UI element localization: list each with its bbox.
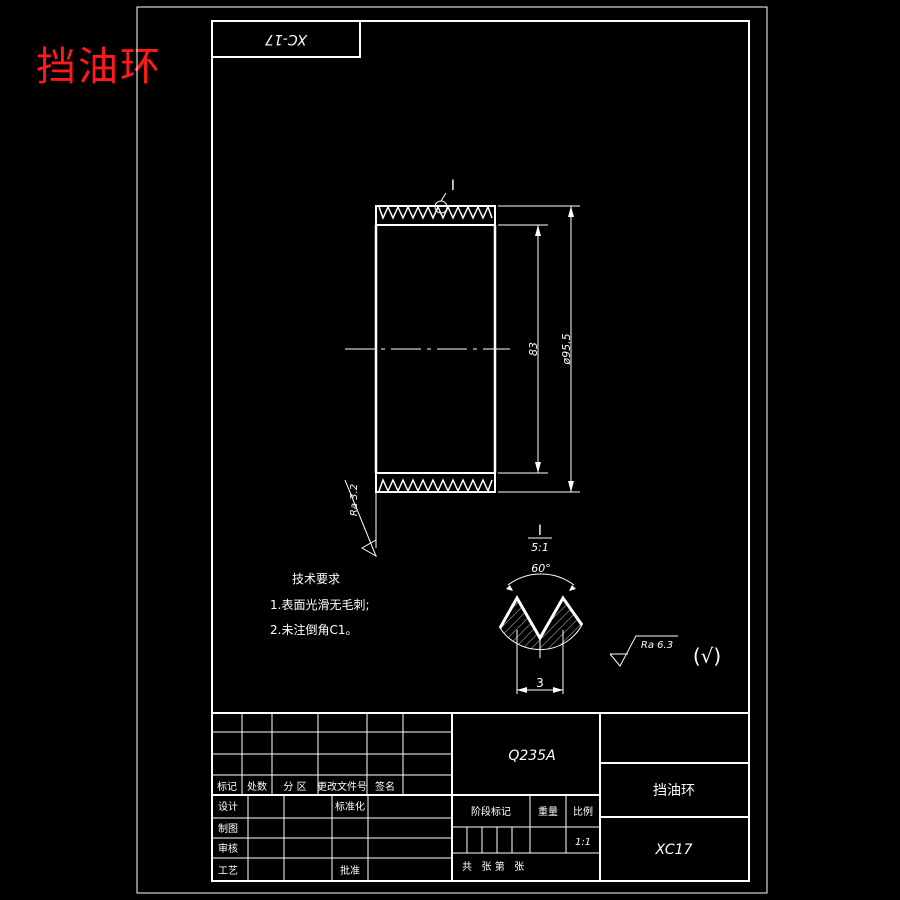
dimension-83: 83 xyxy=(498,224,548,474)
detail-marker-label: I xyxy=(451,178,455,194)
tech-req-line2: 2.未注倒角C1。 xyxy=(270,622,357,637)
svg-text:工艺: 工艺 xyxy=(218,865,238,877)
svg-text:Ra 6.3: Ra 6.3 xyxy=(641,640,673,651)
svg-text:分 区: 分 区 xyxy=(283,781,306,793)
svg-text:标记: 标记 xyxy=(217,781,237,793)
material: Q235A xyxy=(508,748,555,764)
tech-req-heading: 技术要求 xyxy=(292,572,340,586)
svg-text:签名: 签名 xyxy=(375,780,395,793)
svg-text:阶段标记: 阶段标记 xyxy=(471,805,511,818)
svg-text:1:1: 1:1 xyxy=(575,837,591,848)
drawing-frame xyxy=(211,20,750,882)
svg-text:重量: 重量 xyxy=(538,805,558,818)
title-block xyxy=(212,712,749,881)
thread-detail-view: 60° 3 xyxy=(498,562,584,694)
svg-text:83: 83 xyxy=(527,342,540,356)
dimension-outer-diameter: ø95.5 xyxy=(498,205,580,493)
svg-text:批准: 批准 xyxy=(340,864,360,877)
svg-text:(√): (√) xyxy=(693,644,721,668)
drawing-code-flipped: XC-17 xyxy=(265,31,308,47)
roughness-symbol-left: Ra 3.2 xyxy=(344,479,378,558)
part-code: XC17 xyxy=(655,842,693,858)
svg-text:标准化: 标准化 xyxy=(335,800,365,813)
detail-view-label: I xyxy=(538,523,542,539)
bottom-thread-teeth xyxy=(378,478,493,493)
svg-text:60°: 60° xyxy=(531,562,551,575)
sheet-border xyxy=(136,6,768,894)
ring-section-view: I xyxy=(345,178,510,493)
svg-text:处数: 处数 xyxy=(247,780,267,793)
page-title: 挡油环 xyxy=(36,44,162,90)
roughness-symbol-general: Ra 6.3 (√) xyxy=(609,635,721,668)
tech-req-line1: 1.表面光滑无毛刺; xyxy=(270,598,370,612)
svg-text:比例: 比例 xyxy=(573,805,593,818)
svg-text:共 张 第 张: 共 张 第 张 xyxy=(462,860,524,873)
svg-text:设计: 设计 xyxy=(218,800,238,813)
top-thread-teeth xyxy=(378,205,493,220)
svg-text:审核: 审核 xyxy=(218,842,238,855)
svg-text:ø95.5: ø95.5 xyxy=(560,333,573,365)
part-name: 挡油环 xyxy=(653,783,695,799)
code-box xyxy=(211,20,361,58)
detail-view-scale: 5:1 xyxy=(531,541,549,554)
svg-text:更改文件号: 更改文件号 xyxy=(317,780,367,793)
svg-text:3: 3 xyxy=(536,676,544,690)
svg-text:Ra 3.2: Ra 3.2 xyxy=(349,484,360,516)
svg-text:制图: 制图 xyxy=(218,822,238,835)
